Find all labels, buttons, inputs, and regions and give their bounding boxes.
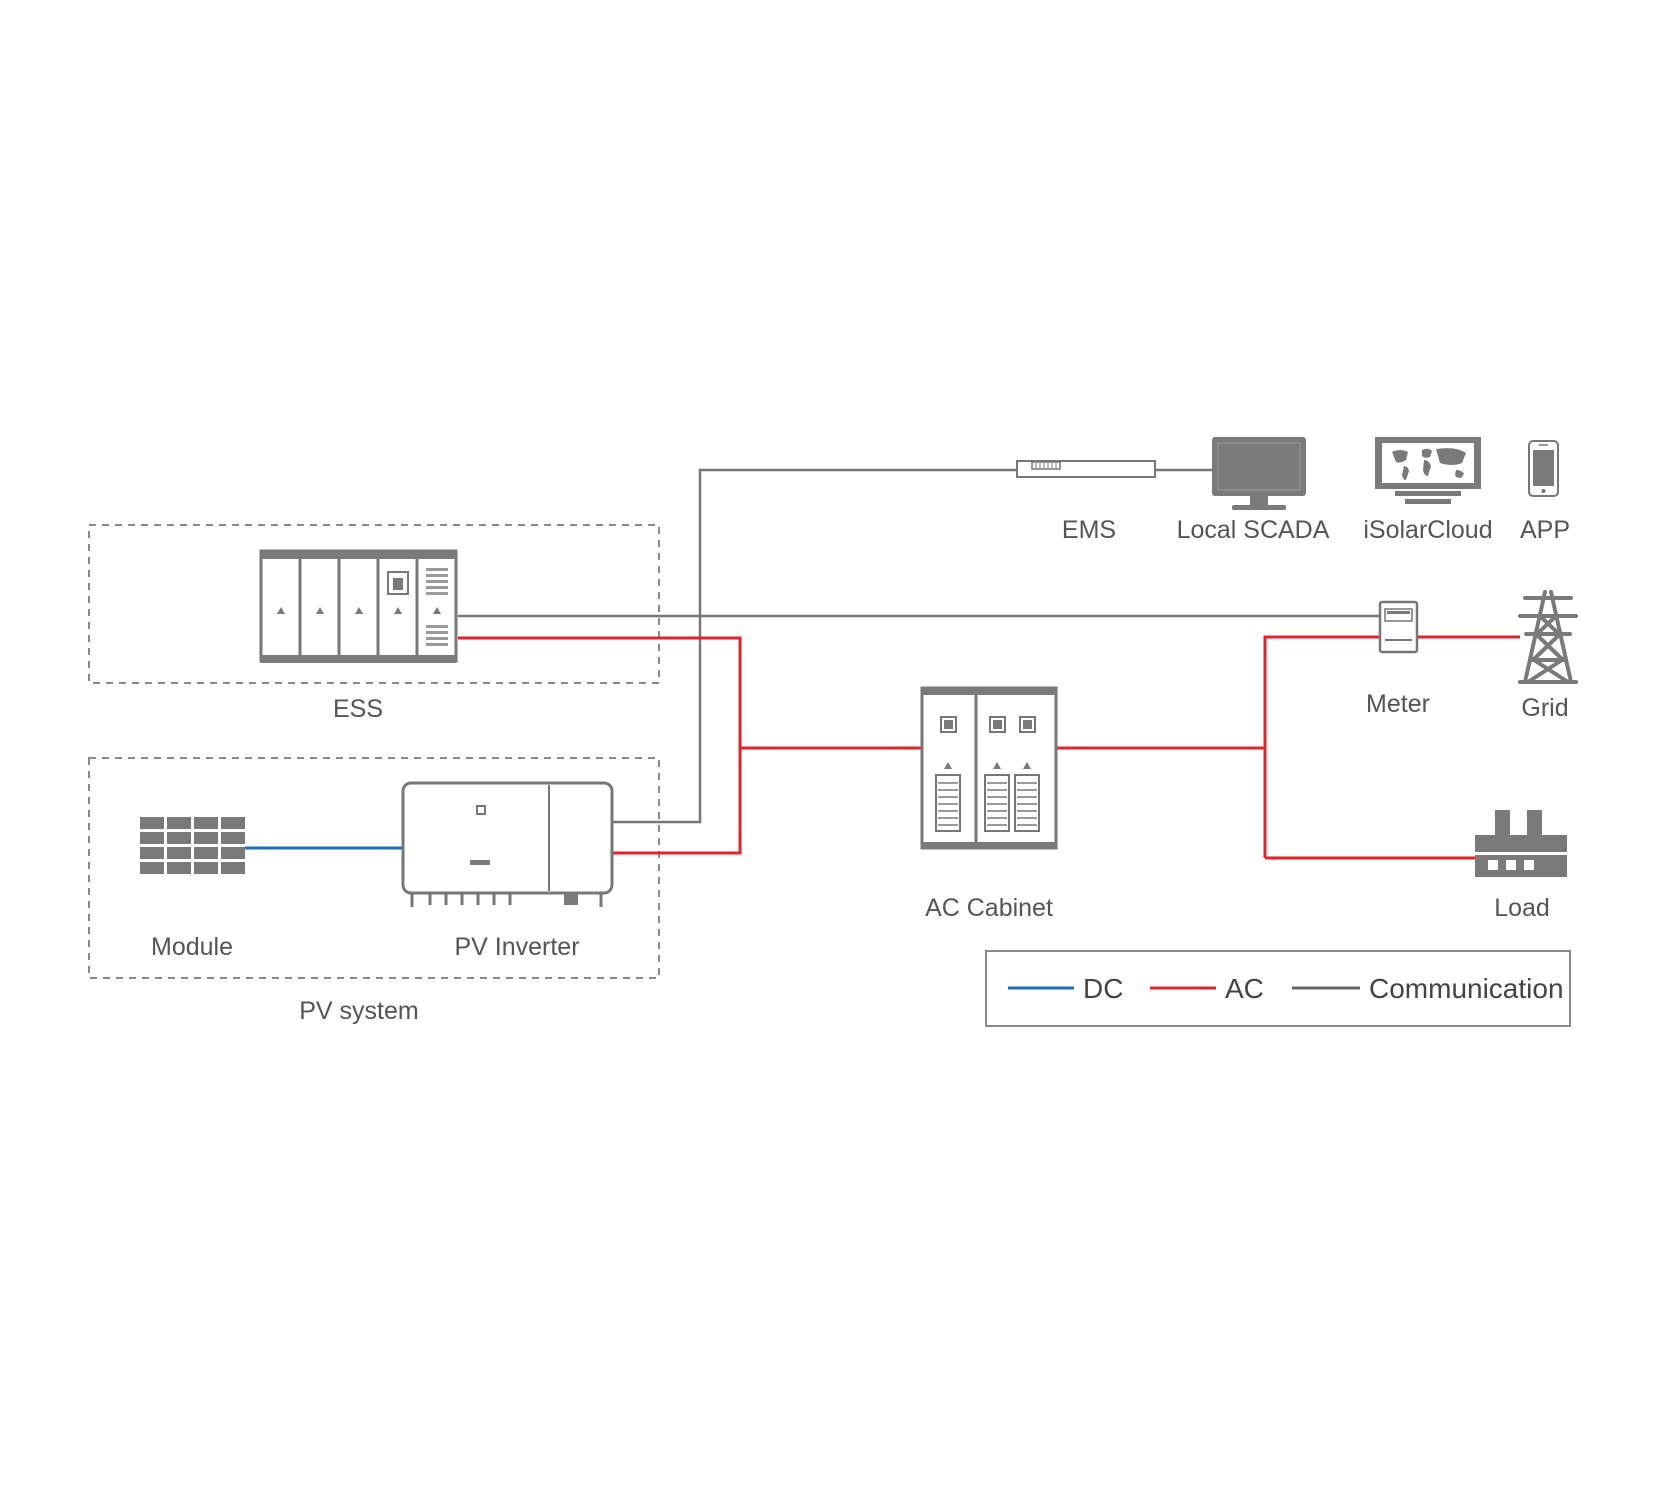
- solar-panel-icon: [140, 817, 245, 874]
- monitor-icon: [1212, 437, 1306, 510]
- ac-lines: [458, 635, 1520, 860]
- comm-line-inverter-ems: [612, 468, 1017, 824]
- ac-line-bus-meter-grid: [1263, 635, 1520, 858]
- ac-line-ess-cabinet: [458, 636, 922, 750]
- pv-system-group-box: [88, 757, 660, 979]
- transmission-tower-icon: [1518, 590, 1578, 684]
- pv-inverter-label: PV Inverter: [454, 933, 579, 961]
- legend-box: [985, 950, 1571, 1027]
- meter-label: Meter: [1366, 690, 1430, 718]
- grid-label: Grid: [1521, 694, 1568, 722]
- inverter-icon: [401, 781, 614, 907]
- app-label: APP: [1520, 516, 1570, 544]
- module-label: Module: [151, 933, 233, 961]
- smartphone-icon: [1528, 440, 1559, 497]
- ess-group-label: ESS: [333, 695, 383, 723]
- world-map-monitor-icon: [1375, 437, 1481, 504]
- isolarcloud-label: iSolarCloud: [1363, 516, 1492, 544]
- ems-label: EMS: [1062, 516, 1116, 544]
- pv-system-group-label: PV system: [299, 997, 418, 1025]
- ac-line-inverter-cabinet: [612, 748, 742, 855]
- ems-router-icon: [1016, 460, 1156, 478]
- local-scada-label: Local SCADA: [1177, 516, 1330, 544]
- factory-icon: [1475, 810, 1567, 877]
- legend: DC AC Communication: [985, 950, 1571, 1027]
- legend-dc-label: DC: [1083, 973, 1123, 1004]
- cabinet-icon: [920, 686, 1058, 850]
- meter-icon: [1378, 600, 1419, 654]
- legend-ac-label: AC: [1225, 973, 1264, 1004]
- ac-cabinet-label: AC Cabinet: [925, 894, 1053, 922]
- legend-communication-label: Communication: [1369, 973, 1564, 1004]
- communication-lines: [458, 468, 1380, 824]
- load-label: Load: [1494, 894, 1550, 922]
- battery-cabinet-icon: [259, 549, 458, 663]
